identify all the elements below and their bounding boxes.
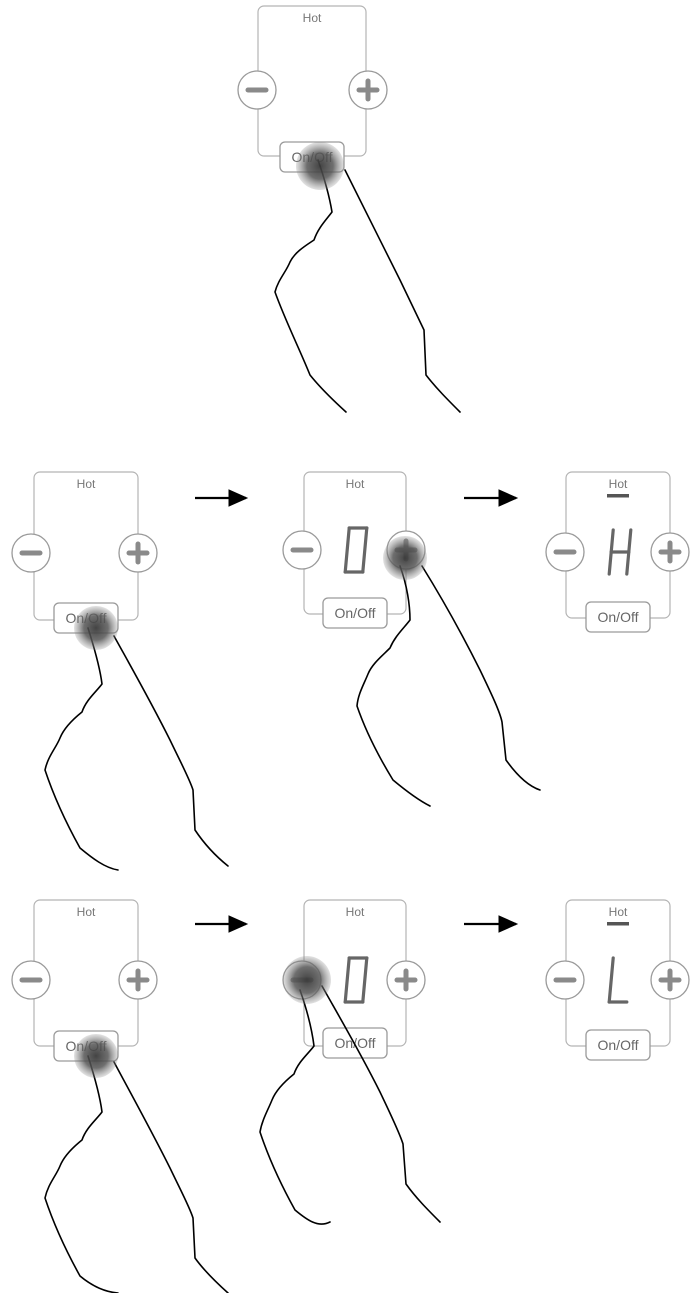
on-off-button-frame: [322, 1027, 388, 1059]
display-segment: [361, 956, 369, 1004]
minus-button[interactable]: [11, 533, 51, 573]
plus-icon: [658, 540, 682, 564]
hot-indicator-bar: [607, 494, 629, 498]
finger-outline: [44, 1055, 229, 1293]
display-segment: [607, 956, 615, 1004]
on-off-button[interactable]: On/Off: [322, 597, 388, 629]
on-off-button[interactable]: On/Off: [585, 601, 651, 633]
hot-label: Hot: [303, 11, 322, 25]
touch-indicator: [74, 606, 118, 650]
plus-icon: [658, 968, 682, 992]
hot-label: Hot: [77, 477, 96, 491]
plus-icon: [126, 541, 150, 565]
touch-indicator: [283, 956, 331, 1004]
minus-button[interactable]: [237, 70, 277, 110]
on-off-label: On/Off: [598, 1037, 639, 1053]
on-off-button-frame: [585, 1029, 651, 1061]
control-panels: HotOn/OffHotOn/OffHotOn/OffHotOn/OffHotO…: [11, 5, 690, 1062]
step-arrows: [195, 489, 519, 933]
minus-button[interactable]: [545, 532, 585, 572]
finger-outline: [356, 565, 541, 807]
hot-indicator-bar: [607, 922, 629, 926]
hot-label: Hot: [77, 905, 96, 919]
display-segment: [343, 526, 351, 574]
display-digit: [343, 956, 369, 1004]
plus-icon: [394, 968, 418, 992]
plus-button[interactable]: [650, 532, 690, 572]
on-off-button-frame: [322, 597, 388, 629]
on-off-label: On/Off: [598, 609, 639, 625]
touch-indicator: [74, 1034, 118, 1078]
display-segment: [361, 526, 369, 574]
touch-indicator: [296, 142, 344, 190]
finger-outline: [259, 985, 441, 1225]
minus-button[interactable]: [545, 960, 585, 1000]
plus-button[interactable]: [118, 533, 158, 573]
on-off-button-frame: [585, 601, 651, 633]
plus-button[interactable]: [348, 70, 388, 110]
on-off-button[interactable]: On/Off: [585, 1029, 651, 1061]
display-digit: [343, 526, 369, 574]
on-off-button[interactable]: On/Off: [322, 1027, 388, 1059]
hot-label: Hot: [609, 905, 628, 919]
minus-button[interactable]: [11, 960, 51, 1000]
plus-button[interactable]: [386, 960, 426, 1000]
finger-outline: [44, 627, 229, 871]
display-digit: [607, 528, 633, 576]
on-off-label: On/Off: [335, 605, 376, 621]
plus-icon: [356, 78, 380, 102]
finger-illustrations: [44, 142, 541, 1293]
hot-label: Hot: [609, 477, 628, 491]
hot-label: Hot: [346, 905, 365, 919]
display-segment: [343, 956, 351, 1004]
plus-icon: [126, 968, 150, 992]
display-digit: [607, 956, 629, 1004]
plus-button[interactable]: [650, 960, 690, 1000]
touch-indicator: [383, 536, 427, 580]
minus-button[interactable]: [282, 530, 322, 570]
on-off-label: On/Off: [335, 1035, 376, 1051]
finger-outline: [274, 159, 461, 413]
hot-label: Hot: [346, 477, 365, 491]
plus-button[interactable]: [118, 960, 158, 1000]
